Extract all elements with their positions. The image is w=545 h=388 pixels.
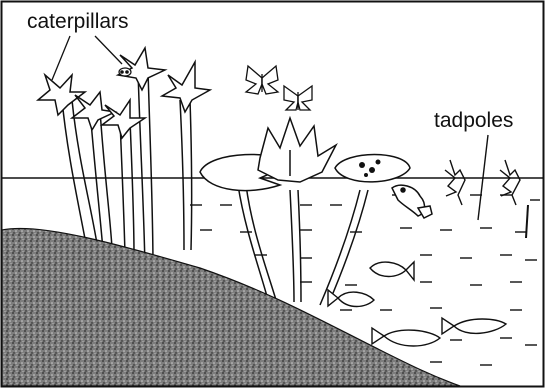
caterpillar-icons [119, 68, 131, 76]
caterpillars-label: caterpillars [27, 11, 129, 32]
tadpoles-label: tadpoles [434, 110, 513, 131]
